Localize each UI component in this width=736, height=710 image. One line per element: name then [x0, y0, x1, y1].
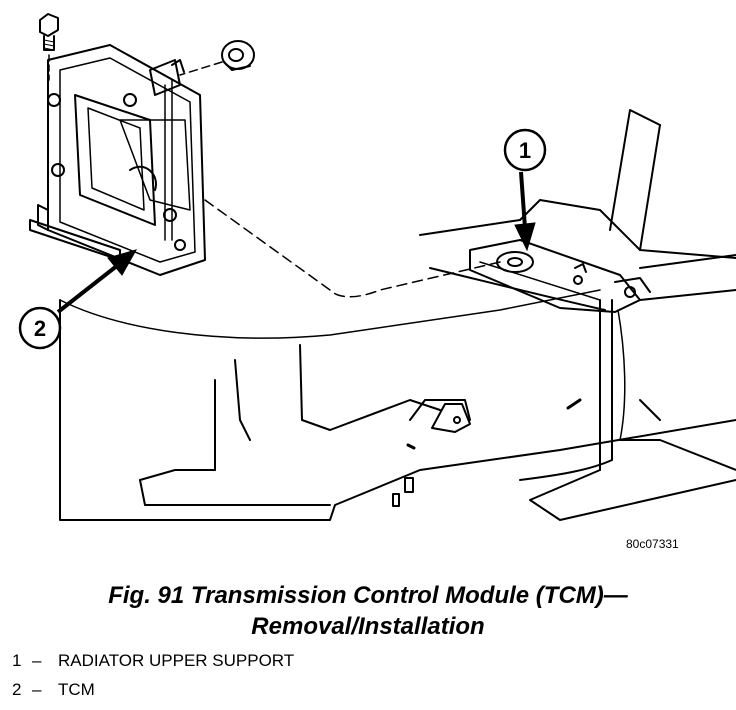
svg-text:2: 2	[34, 316, 46, 341]
figure-caption-line1: Fig. 91 Transmission Control Module (TCM…	[108, 582, 628, 609]
legend-separator: –	[32, 651, 42, 670]
svg-text:1: 1	[519, 138, 531, 163]
tcm-removal-illustration: 1 2	[18, 13, 736, 521]
vehicle-structure	[59, 109, 736, 521]
legend-number: 2	[12, 680, 22, 699]
legend-item-2: 2–TCM	[12, 680, 95, 700]
installation-path-line	[204, 199, 501, 298]
bolt-fastener	[39, 13, 59, 81]
figure-reference-id: 80c07331	[626, 537, 679, 551]
legend-text: TCM	[58, 680, 95, 699]
legend-text: RADIATOR UPPER SUPPORT	[58, 651, 295, 670]
radiator-upper-support	[469, 239, 736, 313]
legend-item-1: 1–RADIATOR UPPER SUPPORT	[12, 651, 294, 671]
figure-caption-line2: Removal/Installation	[251, 613, 485, 640]
legend-number: 1	[12, 651, 22, 670]
legend-separator: –	[32, 680, 42, 699]
callout-1: 1	[503, 128, 547, 252]
nut-fastener	[171, 40, 255, 76]
callout-2: 2	[18, 249, 138, 350]
tcm-module	[29, 44, 206, 276]
